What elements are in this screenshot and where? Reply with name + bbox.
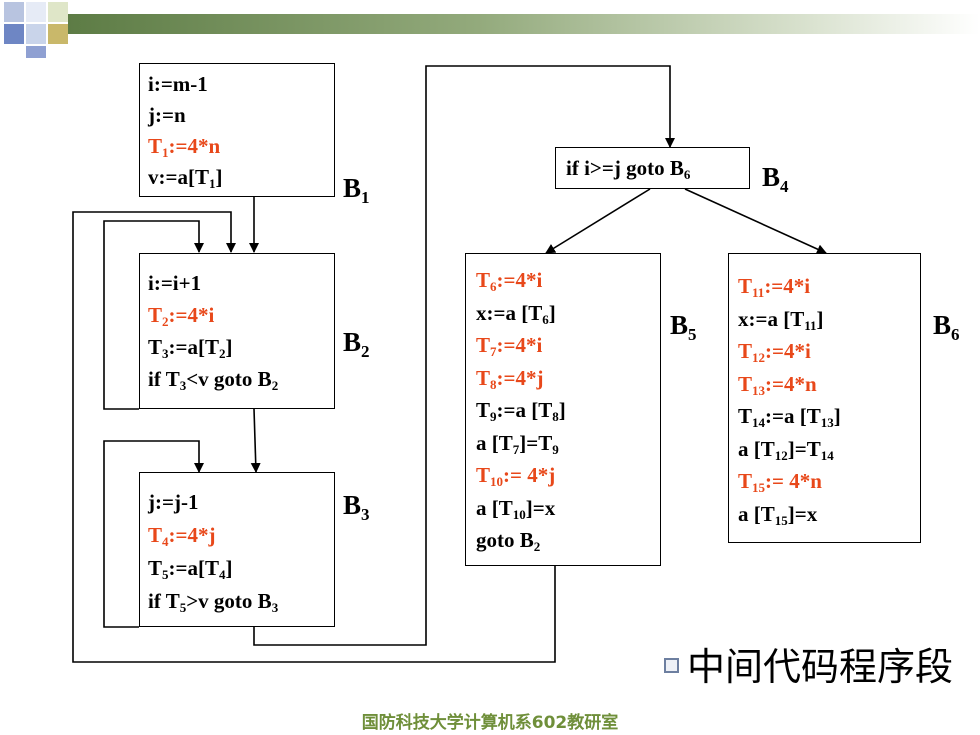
code-line: a [T15]=x xyxy=(738,501,818,528)
code-line: T14:=a [T13] xyxy=(738,404,841,430)
title-gradient-bar xyxy=(68,14,980,34)
code-line: T8:=4*j xyxy=(476,365,544,392)
legend-text: 中间代码程序段 xyxy=(687,645,954,689)
code-line: a [T10]=x xyxy=(476,495,556,522)
edge-b2-loop xyxy=(103,220,204,410)
code-line: i:=i+1 xyxy=(148,271,202,295)
block-b5 xyxy=(465,253,661,566)
block-label-b5: B5 xyxy=(670,310,697,344)
block-label-b4: B4 xyxy=(762,162,789,196)
block-label-b2: B2 xyxy=(343,327,370,361)
code-line: T12:=4*i xyxy=(738,339,811,365)
edge-b3-b4 xyxy=(253,65,675,646)
code-line: a [T7]=T9 xyxy=(476,430,559,457)
block-b3 xyxy=(139,472,335,627)
decor-square-2 xyxy=(26,2,46,22)
code-line: T9:=a [T8] xyxy=(476,398,566,424)
block-b1 xyxy=(139,63,335,197)
legend-caption: 中间代码程序段 xyxy=(664,636,953,691)
decor-square-7 xyxy=(26,46,46,58)
code-line: if i>=j goto B6 xyxy=(566,156,691,182)
code-line: T1:=4*n xyxy=(148,134,221,160)
footer-text: 国防科技大学计算机系602教研室 xyxy=(361,713,619,733)
code-line: T7:=4*i xyxy=(476,333,543,359)
block-b2 xyxy=(139,253,335,409)
code-line: T11:=4*i xyxy=(738,274,811,300)
block-label-b6: B6 xyxy=(933,310,960,344)
square-bullet-icon xyxy=(664,658,679,673)
code-line: T5:=a[T4] xyxy=(148,556,233,582)
block-label-b3: B3 xyxy=(343,490,370,524)
code-line: i:=m-1 xyxy=(148,72,208,96)
decor-square-1 xyxy=(4,2,24,22)
block-b4 xyxy=(555,147,750,189)
code-line: x:=a [T6] xyxy=(476,300,556,327)
code-line: if T5>v goto B3 xyxy=(148,589,279,615)
code-line: T4:=4*j xyxy=(148,523,216,549)
decor-square-4 xyxy=(4,24,24,44)
block-b6 xyxy=(728,253,921,543)
edge-b3-loop xyxy=(103,440,204,628)
code-line: T2:=4*i xyxy=(148,303,215,329)
block-label-b1: B1 xyxy=(343,173,370,207)
code-line: x:=a [T11] xyxy=(738,306,824,333)
code-line: T10:= 4*j xyxy=(476,463,556,489)
code-line: j:=n xyxy=(148,103,186,127)
decor-square-6 xyxy=(48,24,68,44)
code-line: T13:=4*n xyxy=(738,371,817,398)
edge-b4-b5 xyxy=(545,188,651,254)
code-line: j:=j-1 xyxy=(148,490,199,514)
edge-b4-b6 xyxy=(684,188,827,254)
edge-b2-b3 xyxy=(250,408,261,473)
title-bar-decoration xyxy=(0,0,980,60)
code-line: if T3<v goto B2 xyxy=(148,367,279,393)
code-line: T15:= 4*n xyxy=(738,469,822,495)
code-line: a [T12]=T14 xyxy=(738,436,834,463)
edge-b5-b2 xyxy=(72,211,556,663)
decor-square-3 xyxy=(48,2,68,22)
code-line: goto B2 xyxy=(476,528,541,554)
code-line: T3:=a[T2] xyxy=(148,335,233,361)
decor-square-5 xyxy=(26,24,46,44)
code-line: T6:=4*i xyxy=(476,268,543,294)
code-line: v:=a[T1] xyxy=(148,165,223,191)
